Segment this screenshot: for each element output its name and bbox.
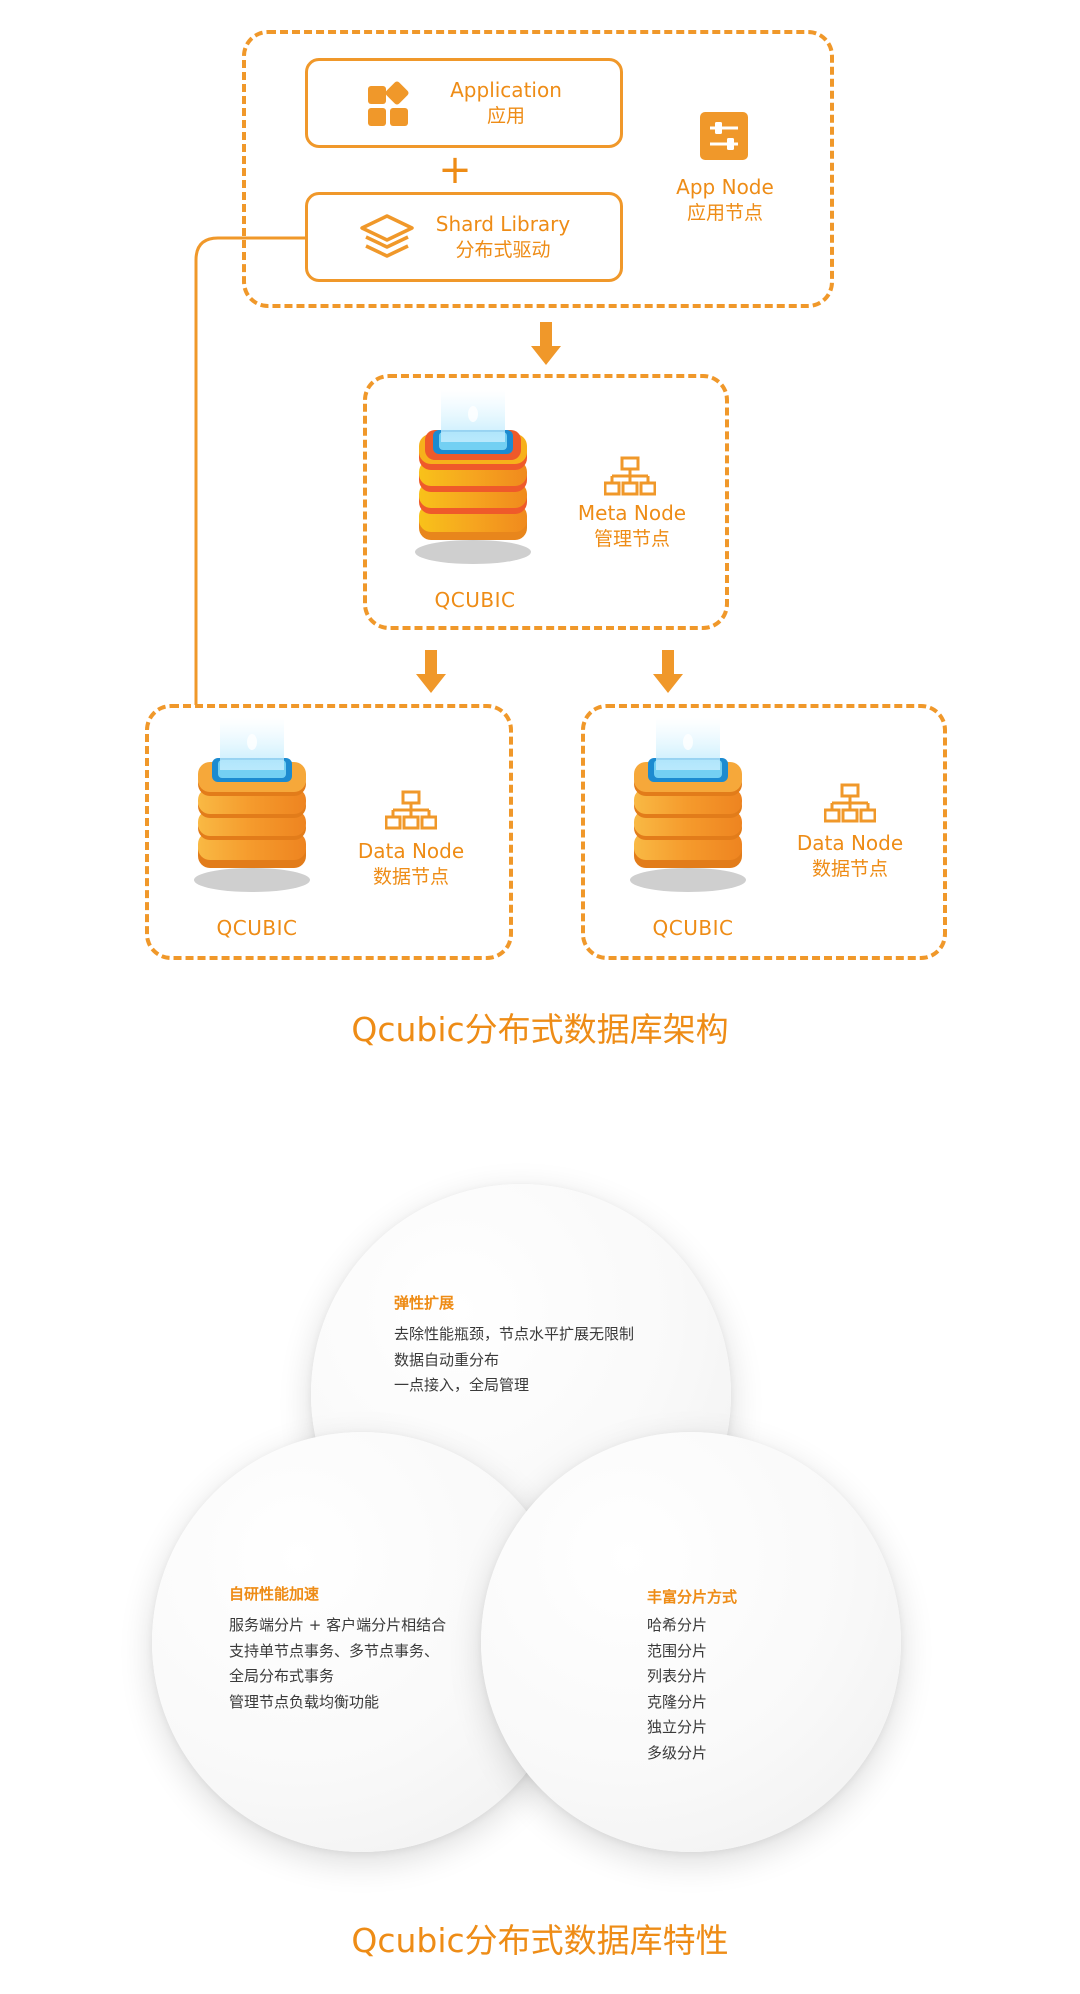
layers-icon	[358, 213, 416, 271]
server-stack-icon	[182, 718, 322, 902]
apps-icon	[366, 80, 416, 134]
arrow-down-icon	[415, 650, 447, 698]
data-server-label-2: QCUBIC	[652, 916, 734, 940]
list-item: 克隆分片	[647, 1692, 708, 1711]
meta-node-label-cn: 管理节点	[593, 528, 670, 550]
hierarchy-icon	[603, 456, 657, 500]
list-item: 服务端分片 + 客户端分片相结合	[229, 1616, 447, 1634]
architecture-caption: Qcubic分布式数据库架构	[351, 1010, 729, 1049]
list-item: 支持单节点事务、多节点事务、	[229, 1641, 440, 1660]
performance-title: 自研性能加速	[229, 1585, 320, 1603]
sharding-title: 丰富分片方式	[647, 1588, 738, 1606]
data-node-label-cn-2: 数据节点	[811, 858, 888, 880]
list-item: 数据自动重分布	[394, 1350, 500, 1369]
shard-library-label-cn: 分布式驱动	[455, 239, 551, 261]
data-server-label-1: QCUBIC	[216, 916, 298, 940]
elastic-title: 弹性扩展	[394, 1294, 455, 1312]
arrow-down-icon	[530, 322, 562, 370]
data-node-label-cn-1: 数据节点	[372, 866, 449, 888]
connector-line	[194, 236, 306, 705]
shard-library-label-en: Shard Library	[435, 212, 571, 236]
sharding-circle	[481, 1432, 901, 1852]
arrow-down-icon	[652, 650, 684, 698]
list-item: 独立分片	[647, 1718, 708, 1736]
list-item: 范围分片	[647, 1641, 708, 1660]
application-label-cn: 应用	[486, 105, 525, 127]
application-label-en: Application	[450, 78, 562, 102]
sliders-icon	[700, 112, 748, 164]
list-item: 一点接入，全局管理	[394, 1376, 530, 1394]
app-node-label-cn: 应用节点	[686, 202, 763, 224]
server-stack-icon	[403, 390, 543, 574]
data-node-container-2	[581, 704, 947, 960]
meta-node-container	[363, 374, 729, 630]
features-caption: Qcubic分布式数据库特性	[351, 1921, 729, 1960]
list-item: 列表分片	[647, 1667, 708, 1685]
list-item: 哈希分片	[647, 1616, 708, 1634]
list-item: 多级分片	[647, 1743, 708, 1762]
list-item: 去除性能瓶颈，节点水平扩展无限制	[394, 1325, 635, 1343]
performance-list: 服务端分片 + 客户端分片相结合 支持单节点事务、多节点事务、 全局分布式事务 …	[229, 1613, 446, 1715]
list-item: 全局分布式事务	[229, 1667, 335, 1685]
app-node-label-en: App Node	[676, 175, 774, 199]
application-box: Application 应用	[305, 58, 623, 148]
meta-node-label-en: Meta Node	[577, 501, 687, 525]
hierarchy-icon	[823, 783, 877, 827]
meta-server-label: QCUBIC	[434, 588, 516, 612]
shard-library-box: Shard Library 分布式驱动	[305, 192, 623, 282]
elastic-list: 去除性能瓶颈，节点水平扩展无限制 数据自动重分布 一点接入，全局管理	[394, 1322, 634, 1399]
sharding-list: 哈希分片 范围分片 列表分片 克隆分片 独立分片 多级分片	[647, 1613, 707, 1766]
app-node-container	[242, 30, 834, 308]
data-node-container-1	[145, 704, 513, 960]
data-node-label-en-2: Data Node	[796, 831, 904, 855]
hierarchy-icon	[384, 790, 438, 834]
server-stack-icon	[618, 718, 758, 902]
plus-sign: +	[438, 147, 472, 193]
list-item: 管理节点负载均衡功能	[229, 1692, 380, 1711]
data-node-label-en-1: Data Node	[357, 839, 465, 863]
